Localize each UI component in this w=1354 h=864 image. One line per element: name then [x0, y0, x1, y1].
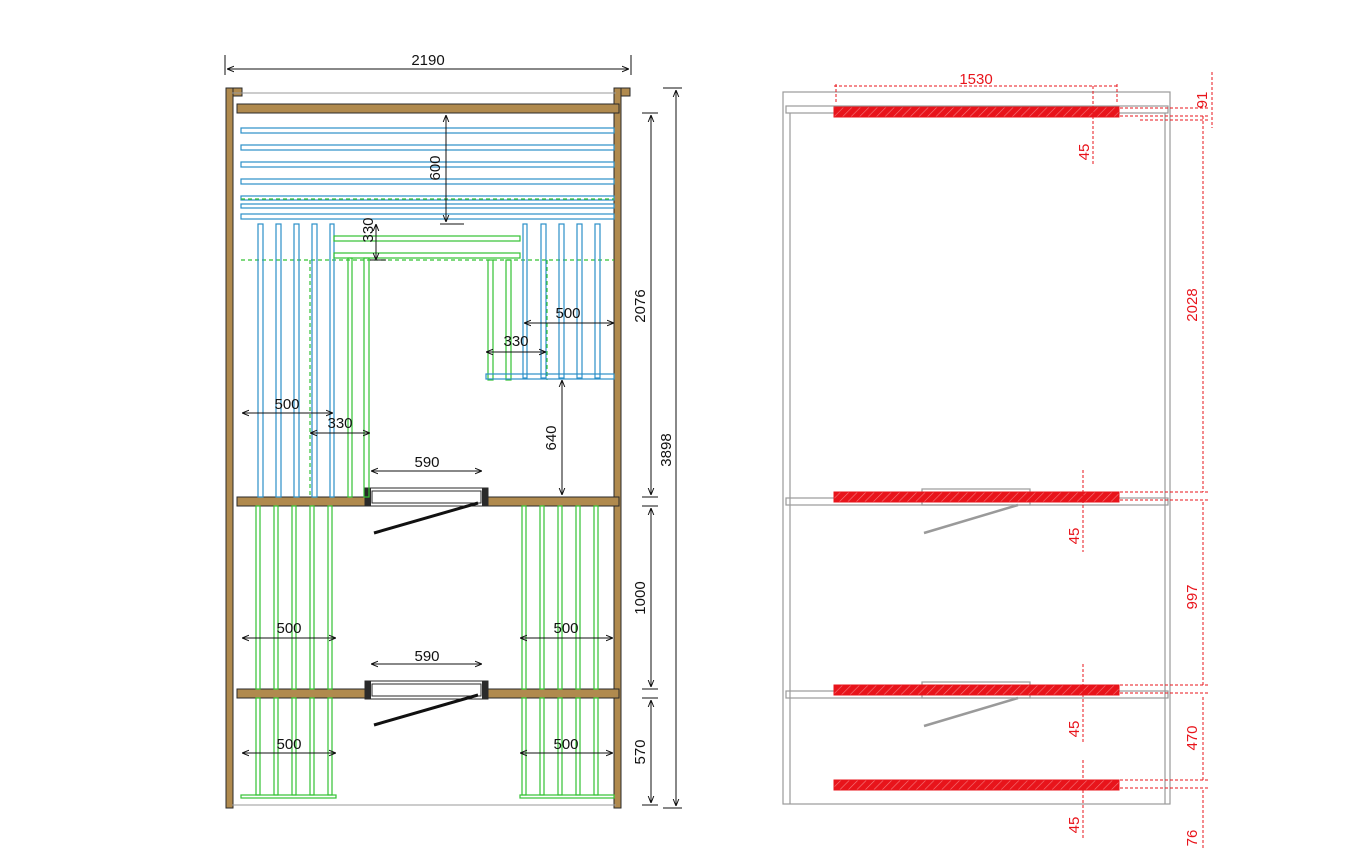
left-plan: 2190 3898 2076 1000 570 600 330 500 330 … — [224, 52, 682, 809]
label-upper-room-height: 2076 — [632, 289, 649, 322]
beam-1 — [833, 106, 1120, 118]
bench-slats — [240, 127, 615, 799]
right-step-slat — [505, 259, 512, 381]
label-low-right-bench: 500 — [553, 736, 578, 753]
label-mid-left-bench: 500 — [276, 620, 301, 637]
right-bench-slat — [558, 223, 565, 379]
low-right-slat — [521, 697, 527, 796]
right-bench-slat — [522, 223, 528, 379]
label-right-bench-gap: 640 — [543, 425, 560, 450]
low-left-edge — [240, 794, 337, 799]
step-top-slat — [333, 252, 521, 259]
label-door-upper-width: 590 — [414, 454, 439, 471]
label-beam-4-thickness: 45 — [1066, 817, 1083, 834]
left-step-slat — [363, 257, 370, 498]
left-dimension-lines — [224, 55, 682, 809]
label-lower-room-height: 570 — [632, 739, 649, 764]
label-left-bench-width: 500 — [274, 396, 299, 413]
mid-right-slat — [521, 505, 527, 690]
right-bench-slat — [594, 223, 601, 379]
left-bench-slat — [311, 223, 318, 498]
low-right-edge — [519, 794, 615, 799]
label-bench-upper-depth: 600 — [427, 155, 444, 180]
right-outline — [782, 91, 1171, 805]
upper-bench-slat — [240, 178, 615, 185]
low-left-slat — [309, 697, 315, 796]
mid-left-slat — [327, 505, 333, 690]
upper-bench-slat — [240, 195, 615, 201]
mid-left-slat — [255, 505, 261, 690]
left-step-slat — [347, 257, 353, 498]
left-bench-slat — [293, 223, 300, 498]
mid-left-slat — [309, 505, 315, 690]
mid-right-slat — [557, 505, 563, 690]
low-right-slat — [539, 697, 545, 796]
label-beam-length: 1530 — [959, 71, 992, 88]
upper-bench-slat — [240, 144, 615, 151]
left-bench-slat — [257, 223, 264, 498]
mid-right-slat — [539, 505, 545, 690]
label-span-2: 997 — [1184, 584, 1201, 609]
label-span-3: 470 — [1184, 725, 1201, 750]
right-step-slat — [487, 259, 494, 381]
red-dimension-lines — [834, 72, 1213, 850]
label-mid-right-bench: 500 — [553, 620, 578, 637]
low-right-slat — [593, 697, 599, 796]
label-overall-width: 2190 — [411, 52, 444, 69]
beam-2 — [833, 491, 1120, 503]
low-left-slat — [327, 697, 333, 796]
label-right-bench-step: 330 — [503, 333, 528, 350]
label-door-lower-width: 590 — [414, 648, 439, 665]
mid-left-slat — [273, 505, 279, 690]
label-beam-3-thickness: 45 — [1066, 721, 1083, 738]
right-bench-slat — [576, 223, 583, 379]
step-top-slat — [333, 235, 521, 242]
low-left-slat — [255, 697, 261, 796]
upper-bench-slat — [240, 127, 615, 134]
label-overall-height: 3898 — [658, 433, 675, 466]
label-bottom-offset: 76 — [1184, 830, 1201, 847]
right-bench-slat — [540, 223, 547, 379]
lower-door — [364, 680, 489, 727]
red-beams — [833, 106, 1120, 791]
label-span-1: 2028 — [1184, 288, 1201, 321]
left-bench-slat — [275, 223, 282, 498]
mid-right-slat — [593, 505, 599, 690]
label-right-bench-width: 500 — [555, 305, 580, 322]
right-bench-front — [485, 373, 615, 380]
label-beam-1-thickness: 45 — [1076, 144, 1093, 161]
upper-bench-slat — [240, 161, 615, 168]
label-beam-2-thickness: 45 — [1066, 528, 1083, 545]
upper-door — [364, 487, 489, 535]
mid-right-slat — [575, 505, 581, 690]
label-top-offset: 91 — [1194, 92, 1211, 109]
label-left-bench-step: 330 — [327, 415, 352, 432]
beam-3 — [833, 684, 1120, 696]
mid-left-slat — [291, 505, 297, 690]
label-bench-step-depth: 330 — [360, 217, 377, 242]
right-plan: 1530 91 45 2028 45 997 45 470 45 76 — [782, 71, 1213, 850]
label-middle-room-height: 1000 — [632, 581, 649, 614]
upper-bench-slat — [240, 213, 615, 220]
beam-4 — [833, 779, 1120, 791]
upper-bench-slat — [240, 203, 615, 209]
label-low-left-bench: 500 — [276, 736, 301, 753]
left-bench-slat — [329, 223, 335, 498]
